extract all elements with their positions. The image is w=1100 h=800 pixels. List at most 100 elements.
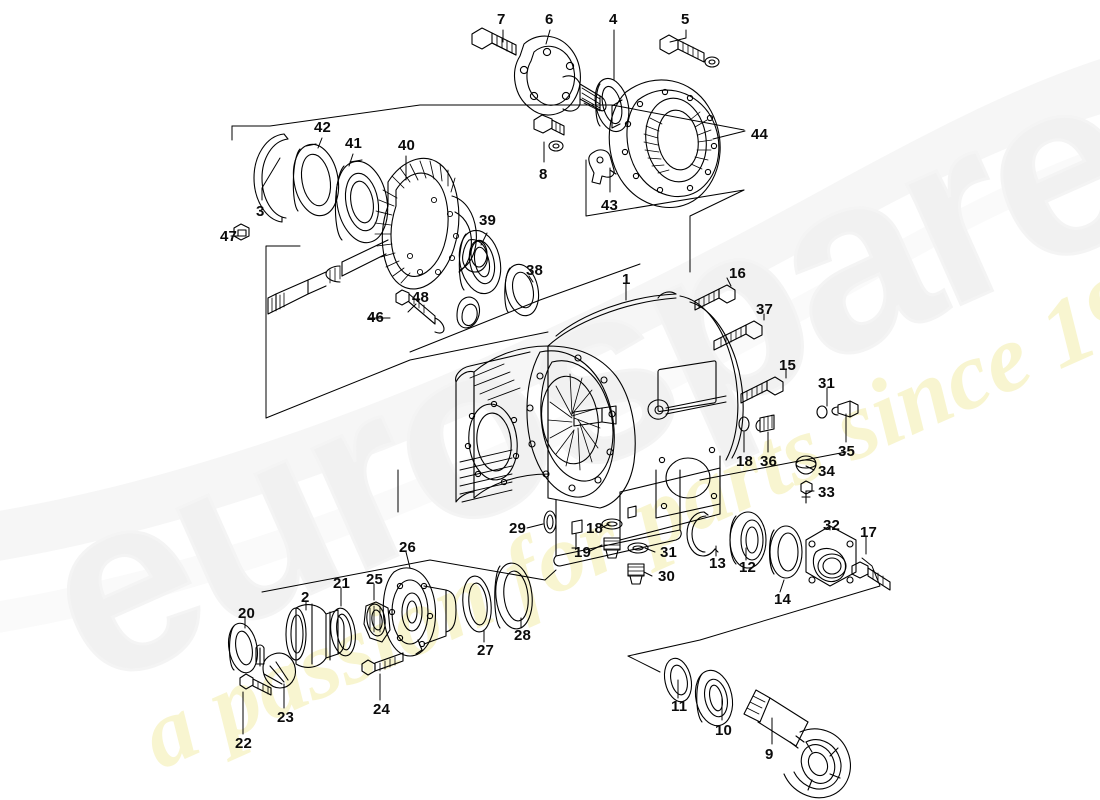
callout-9: 9 xyxy=(765,746,774,763)
callout-18: 18 xyxy=(736,453,754,470)
callout-17: 17 xyxy=(860,524,878,541)
part-7-bolt xyxy=(471,27,517,56)
part-2-bearing-sleeve xyxy=(285,603,345,668)
cover-splines xyxy=(643,111,713,174)
part-29-shim-washer xyxy=(543,510,557,534)
part-35-breather-valve xyxy=(831,400,859,418)
callout-36: 36 xyxy=(760,453,778,470)
callout-2: 2 xyxy=(301,589,310,606)
part-5-washer xyxy=(704,56,720,68)
callout-34: 34 xyxy=(818,463,836,480)
watermark-swoosh-band2 xyxy=(0,146,1100,633)
part-20-tapered-bearing xyxy=(227,622,259,674)
housing-face-bolts xyxy=(526,354,616,492)
part-15-bolt xyxy=(740,376,784,404)
callout-47: 47 xyxy=(220,228,238,245)
group-brackets xyxy=(231,104,881,673)
part-19-drain-plug xyxy=(603,537,621,559)
callout-20: 20 xyxy=(238,605,256,622)
callout-33: 33 xyxy=(818,484,836,501)
callout-7: 7 xyxy=(497,11,506,28)
part-37-bolt xyxy=(713,320,763,351)
callout-6: 6 xyxy=(545,11,554,28)
callout-4: 4 xyxy=(609,11,618,28)
leader-lines xyxy=(230,29,867,745)
part-36-screw-plug xyxy=(755,414,775,433)
part-41-tapered-bearing xyxy=(334,159,389,244)
part-28-shaft-seal xyxy=(494,562,533,630)
part-18-o-ring-lower xyxy=(601,518,623,530)
part-46-bolt xyxy=(395,289,445,334)
callout-48: 48 xyxy=(412,289,430,306)
part-17-bolt xyxy=(851,561,891,591)
part-25-collar-nut xyxy=(363,601,391,643)
housing-ribs xyxy=(547,373,601,471)
part-26-drive-flange-hub xyxy=(382,567,457,657)
callout-13: 13 xyxy=(709,555,727,572)
callout-27: 27 xyxy=(477,642,495,659)
part-31-o-ring-lower xyxy=(627,542,649,554)
part-34-cap xyxy=(795,455,817,475)
part-4-radial-seal xyxy=(594,77,630,133)
part-30-screw-plug xyxy=(627,563,645,585)
ring-gear-teeth xyxy=(374,160,456,284)
callout-44: 44 xyxy=(751,126,769,143)
part-5-bolt-and-washer xyxy=(659,34,720,68)
callout-31: 31 xyxy=(818,375,836,392)
callout-25: 25 xyxy=(366,571,384,588)
callout-22: 22 xyxy=(235,735,253,752)
left-bore-bolts xyxy=(464,400,520,486)
callout-46: 46 xyxy=(367,309,385,326)
callout-16: 16 xyxy=(729,265,747,282)
part-9-stub-axle-shaft xyxy=(743,689,851,799)
callout-29: 29 xyxy=(509,520,527,537)
callout-31-lower: 31 xyxy=(660,544,678,561)
part-8-plug-and-seal xyxy=(533,114,565,152)
part-48-spacer-shim xyxy=(456,296,481,329)
part-21-shim-ring xyxy=(330,607,356,657)
callout-10: 10 xyxy=(715,722,733,739)
callout-15: 15 xyxy=(779,357,797,374)
part-6-drive-flange xyxy=(514,35,607,116)
callout-32: 32 xyxy=(823,517,841,534)
part-22-bolt xyxy=(239,673,272,696)
callout-3: 3 xyxy=(256,203,265,220)
part-10-ball-bearing xyxy=(694,669,734,727)
watermark-swoosh-band xyxy=(0,59,1100,561)
callout-18-lower: 18 xyxy=(586,520,604,537)
callout-19: 19 xyxy=(574,544,592,561)
callout-28: 28 xyxy=(514,627,532,644)
part-39-tapered-bearing xyxy=(458,229,502,295)
watermark-swoosh xyxy=(0,0,1100,470)
callout-30: 30 xyxy=(658,568,676,585)
part-18-o-ring-upper xyxy=(738,416,750,432)
callout-37: 37 xyxy=(756,301,774,318)
callout-42: 42 xyxy=(314,119,332,136)
callout-40: 40 xyxy=(398,137,416,154)
callout-38: 38 xyxy=(526,262,544,279)
part-24-bolt xyxy=(361,652,404,676)
part-44-carrier-cover xyxy=(608,79,721,208)
part-27-shim-ring xyxy=(462,575,492,633)
callout-43: 43 xyxy=(601,197,619,214)
callout-8: 8 xyxy=(539,166,548,183)
callout-24: 24 xyxy=(373,701,391,718)
part-23-clamp-bracket xyxy=(255,644,297,689)
callout-11: 11 xyxy=(671,698,688,715)
part-42-shim-ring xyxy=(292,143,340,217)
part-31-o-ring xyxy=(816,405,828,419)
callout-21: 21 xyxy=(333,575,351,592)
part-3-retaining-ring xyxy=(253,133,289,223)
part-16-bolt xyxy=(694,284,736,311)
callout-35: 35 xyxy=(838,443,856,460)
callout-12: 12 xyxy=(739,559,757,576)
callout-39: 39 xyxy=(479,212,497,229)
shaft-splines xyxy=(746,695,766,715)
callout-5: 5 xyxy=(681,11,690,28)
part-14-shaft-seal xyxy=(768,525,803,579)
part-11-shim-ring xyxy=(663,657,693,703)
